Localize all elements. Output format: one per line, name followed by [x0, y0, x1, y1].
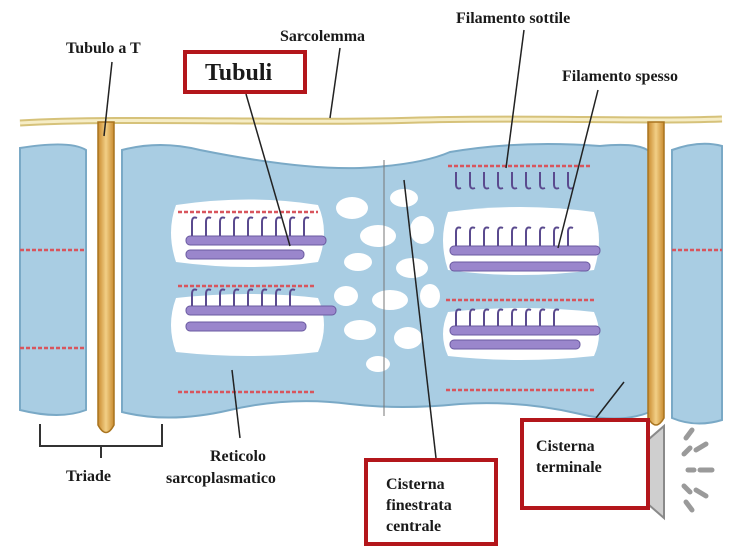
box-cisterna-terminale-text: Cisterna terminale [536, 436, 622, 478]
box-cisterna-centrale-text: Cisterna finestrata centrale [386, 474, 452, 537]
label-tubulo-t: Tubulo a T [66, 40, 141, 58]
sarcoplasmic-reticulum [122, 144, 650, 419]
label-triade: Triade [66, 468, 111, 486]
label-filamento-sottile: Filamento sottile [456, 10, 570, 28]
reticulum-left [20, 144, 86, 415]
box-cisterna-terminale: Cisterna terminale [520, 418, 650, 510]
t-tubule-right [648, 122, 664, 425]
box-tubuli: Tubuli [183, 50, 307, 94]
label-sarcolemma: Sarcolemma [280, 28, 365, 46]
reticulum-right [672, 144, 722, 424]
label-reticolo: Reticolo [210, 448, 266, 466]
label-sarcoplasmatico: sarcoplasmatico [166, 470, 276, 488]
box-tubuli-text: Tubuli [205, 60, 272, 87]
box-cisterna-finestrata-centrale: Cisterna finestrata centrale [364, 458, 498, 546]
t-tubule-left [98, 122, 114, 433]
label-filamento-spesso: Filamento spesso [562, 68, 678, 86]
